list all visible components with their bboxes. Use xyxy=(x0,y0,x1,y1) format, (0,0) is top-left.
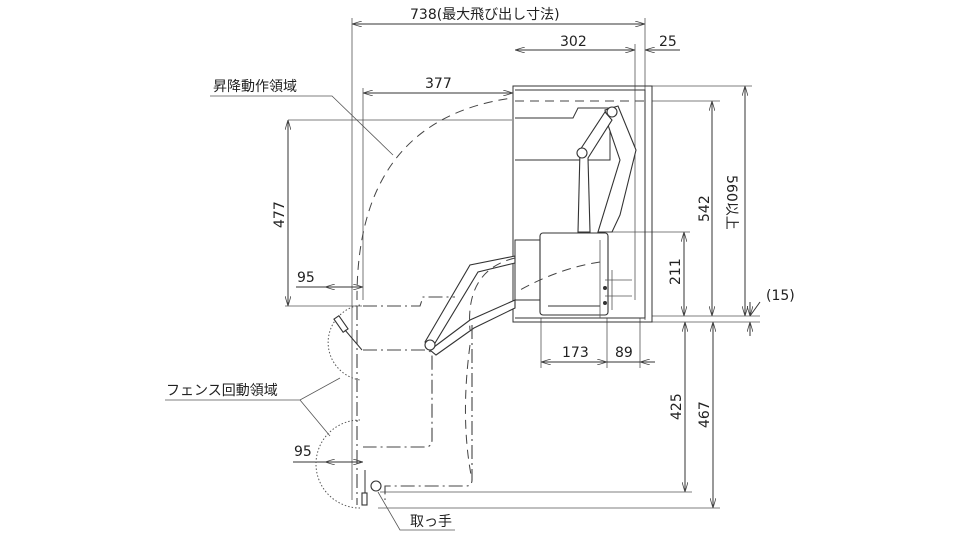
dim-89-label: 89 xyxy=(615,345,633,361)
dim-425-label: 425 xyxy=(669,393,685,420)
dim-302-label: 302 xyxy=(560,34,587,50)
dim-95-upper-label: 95 xyxy=(297,270,315,286)
lift-zone-label: 昇降動作領域 xyxy=(213,78,297,95)
leader-lines xyxy=(165,95,455,531)
dimension-lines xyxy=(288,24,761,508)
lift-arm-extended xyxy=(363,255,601,500)
cabinet xyxy=(512,85,653,323)
handle-icon xyxy=(370,480,382,492)
dim-560-label: 560以上 xyxy=(723,175,739,230)
handle-label: 取っ手 xyxy=(410,514,452,530)
lift-zone-arc xyxy=(356,97,513,301)
dim-15-label: (15) xyxy=(766,288,795,304)
lift-arm-stowed xyxy=(539,105,637,318)
dim-738-label: 738(最大飛び出し寸法) xyxy=(410,7,560,23)
fence-rotation-zone xyxy=(315,304,368,509)
dim-95-lower-label: 95 xyxy=(294,444,312,460)
dim-25-label: 25 xyxy=(659,34,677,50)
fence-zone-label: フェンス回動領域 xyxy=(166,382,278,399)
dim-477-label: 477 xyxy=(272,201,288,228)
dim-467-label: 467 xyxy=(697,401,713,428)
dim-377-label: 377 xyxy=(425,76,452,92)
extension-lines xyxy=(285,18,760,509)
dim-211-label: 211 xyxy=(668,258,684,285)
dim-173-label: 173 xyxy=(562,345,589,361)
dim-542-label: 542 xyxy=(697,195,713,222)
